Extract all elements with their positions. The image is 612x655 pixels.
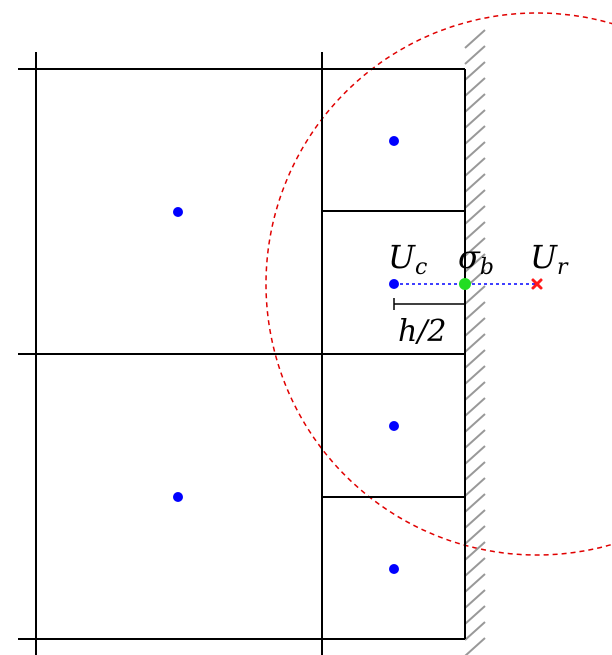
- uc-point: [389, 279, 399, 289]
- hatch-stroke: [464, 541, 486, 561]
- hatch-stroke: [464, 301, 486, 321]
- uc-label: Uc: [388, 238, 427, 280]
- hatch-stroke: [464, 477, 486, 497]
- hatch-stroke: [464, 285, 486, 305]
- hatch-stroke: [464, 381, 486, 401]
- ur-label: Ur: [530, 238, 569, 280]
- hatch-stroke: [464, 61, 486, 81]
- wall-hatching: [464, 29, 486, 655]
- stencil-circle: [265, 12, 612, 556]
- cell-centers: [173, 136, 399, 574]
- hatch-stroke: [464, 445, 486, 465]
- hatch-stroke: [464, 77, 486, 97]
- hatch-stroke: [464, 333, 486, 353]
- hatch-stroke: [464, 509, 486, 529]
- hatch-stroke: [464, 349, 486, 369]
- cell-center-dot: [389, 136, 399, 146]
- mesh-grid: [18, 52, 466, 655]
- hatch-stroke: [464, 397, 486, 417]
- cell-center-dot: [173, 207, 183, 217]
- spacing-label: h/2: [398, 314, 447, 349]
- hatch-stroke: [464, 317, 486, 337]
- sigma-b-label: σb: [458, 238, 494, 280]
- hatch-stroke: [464, 573, 486, 593]
- hatch-stroke: [464, 237, 486, 257]
- sigma-b-point: [459, 278, 471, 290]
- hatch-stroke: [464, 221, 486, 241]
- hatch-stroke: [464, 557, 486, 577]
- hatch-stroke: [464, 189, 486, 209]
- hatch-stroke: [464, 605, 486, 625]
- hatch-stroke: [464, 493, 486, 513]
- hatch-stroke: [464, 461, 486, 481]
- hatch-stroke: [464, 589, 486, 609]
- hatch-stroke: [464, 413, 486, 433]
- hatch-stroke: [464, 125, 486, 145]
- cell-center-dot: [389, 421, 399, 431]
- hatch-stroke: [464, 253, 486, 273]
- hatch-stroke: [464, 157, 486, 177]
- hatch-stroke: [464, 525, 486, 545]
- cell-center-dot: [173, 492, 183, 502]
- hatch-stroke: [464, 173, 486, 193]
- hatch-stroke: [464, 429, 486, 449]
- hatch-stroke: [464, 45, 486, 65]
- hatch-stroke: [464, 365, 486, 385]
- spacing-bracket: [393, 298, 466, 310]
- hatch-stroke: [464, 637, 486, 655]
- hatch-stroke: [464, 29, 486, 49]
- cell-center-dot: [389, 564, 399, 574]
- ur-x-marker: [531, 278, 543, 290]
- hatch-stroke: [464, 621, 486, 641]
- hatch-stroke: [464, 141, 486, 161]
- hatch-stroke: [464, 93, 486, 113]
- hatch-stroke: [464, 205, 486, 225]
- hatch-stroke: [464, 109, 486, 129]
